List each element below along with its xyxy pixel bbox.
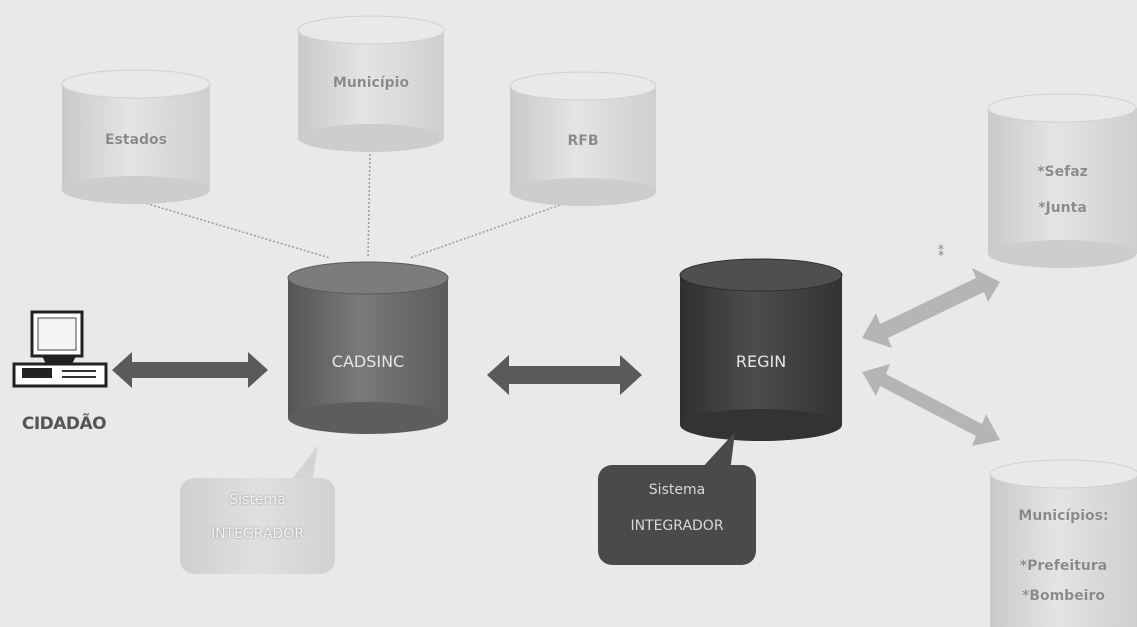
regin-integrador-line2: INTEGRADOR [630,518,724,534]
cidadao-label: CIDADÃO [21,414,107,434]
arrow-cadsinc-regin [487,355,642,395]
connector-municipio-cadsinc [367,149,371,259]
small-mark: ⁑ [938,244,944,259]
cadsinc-integrador-line1: Sistema [229,492,286,508]
connector-rfb-cadsinc [409,204,561,259]
municipio-label: Município [332,75,410,91]
municipios-title: Municípios: [1018,508,1109,524]
cadsinc-integrador-line2: INTEGRADOR [210,526,305,542]
cadsinc-label: CADSINC [331,352,405,371]
cadsinc-integrador-callout [180,445,335,574]
cadsinc-database [287,261,449,434]
estados-label: Estados [104,132,167,148]
bombeiro-label: *Bombeiro [1021,588,1106,604]
computer-icon [12,310,108,388]
regin-integrador-line1: Sistema [648,482,706,498]
prefeitura-label: *Prefeitura [1019,558,1108,574]
arrow-cidadao-cadsinc [112,352,268,388]
regin-label: REGIN [735,352,787,371]
junta-label: *Junta [1038,200,1087,216]
arrow-regin-municipios [862,364,1000,446]
connectors [134,149,561,259]
rfb-label: RFB [567,133,599,149]
connector-estados-cadsinc [134,199,331,259]
sefaz-label: *Sefaz [1037,164,1088,180]
estados-database [61,69,211,204]
sefaz-junta-database [987,93,1137,268]
arrow-regin-sefaz [862,268,1000,348]
municipios-database [989,459,1137,627]
municipio-database [297,15,445,152]
rfb-database [509,71,657,206]
regin-database [679,258,843,441]
regin-integrador-callout [598,432,756,565]
